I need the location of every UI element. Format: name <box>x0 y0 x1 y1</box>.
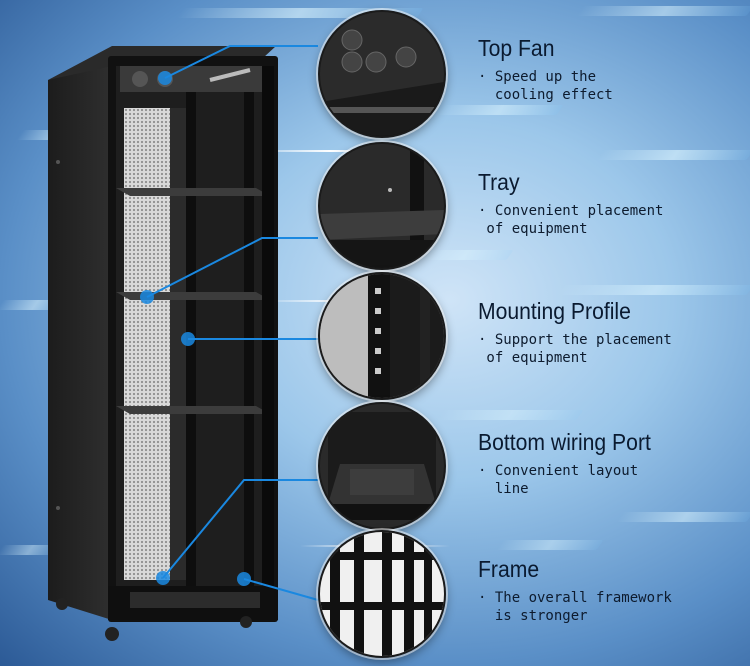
feature-title: Bottom wiring Port <box>478 429 651 455</box>
frame-detail-image <box>318 530 446 658</box>
feature-tray: Tray · Convenient placement of equipment <box>478 168 746 238</box>
tray-detail-image <box>318 142 446 270</box>
feature-description: · Convenient placement of equipment <box>478 203 664 237</box>
feature-frame: Frame · The overall framework is stronge… <box>478 555 746 625</box>
feature-title: Top Fan <box>478 35 555 61</box>
feature-top-fan: Top Fan · Speed up the cooling effect <box>478 34 746 104</box>
mounting-profile-detail-image <box>318 272 446 400</box>
feature-description: · The overall framework is stronger <box>478 590 672 624</box>
feature-title: Tray <box>478 169 520 195</box>
feature-title: Mounting Profile <box>478 298 631 324</box>
feature-description: · Convenient layout line <box>478 463 639 497</box>
top-fan-detail-image <box>318 10 446 138</box>
feature-bottom-wiring-port: Bottom wiring Port · Convenient layout l… <box>478 428 746 498</box>
feature-mounting-profile: Mounting Profile · Support the placement… <box>478 297 746 367</box>
feature-description: · Speed up the cooling effect <box>478 69 613 103</box>
feature-title: Frame <box>478 556 540 582</box>
feature-description: · Support the placement of equipment <box>478 332 672 366</box>
bottom-wiring-port-detail-image <box>318 402 446 530</box>
